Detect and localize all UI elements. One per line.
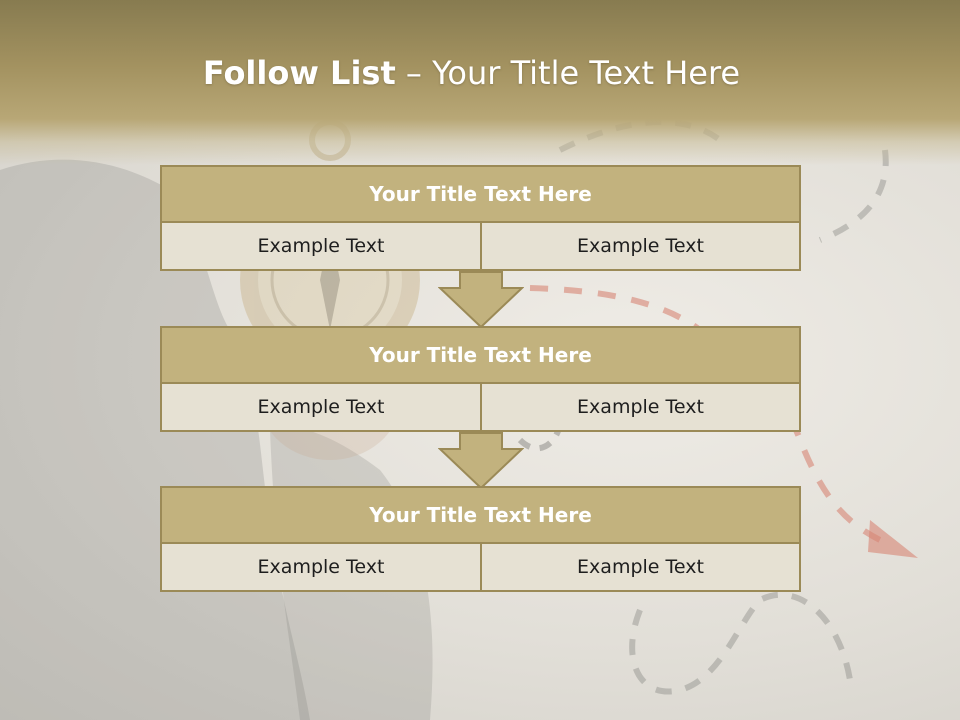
block-title[interactable]: Your Title Text Here <box>160 165 801 223</box>
block-title[interactable]: Your Title Text Here <box>160 326 801 384</box>
block-cell-left[interactable]: Example Text <box>160 542 482 592</box>
list-block-3: Your Title Text Here Example Text Exampl… <box>160 486 801 593</box>
block-cell-right[interactable]: Example Text <box>480 382 801 432</box>
header-band <box>0 0 960 165</box>
block-cell-right[interactable]: Example Text <box>480 221 801 271</box>
dashed-path-arrow-icon <box>868 520 918 558</box>
block-cell-left[interactable]: Example Text <box>160 382 482 432</box>
block-title[interactable]: Your Title Text Here <box>160 486 801 544</box>
page-title: Follow List – Your Title Text Here <box>0 54 943 92</box>
page-title-bold: Follow List <box>202 54 396 92</box>
block-cell-right[interactable]: Example Text <box>480 542 801 592</box>
list-block-2: Your Title Text Here Example Text Exampl… <box>160 326 801 433</box>
list-block-1: Your Title Text Here Example Text Exampl… <box>160 165 801 272</box>
down-arrow-icon <box>438 432 524 490</box>
down-arrow-icon <box>438 271 524 329</box>
page-title-rest: – Your Title Text Here <box>395 54 741 92</box>
block-cell-left[interactable]: Example Text <box>160 221 482 271</box>
